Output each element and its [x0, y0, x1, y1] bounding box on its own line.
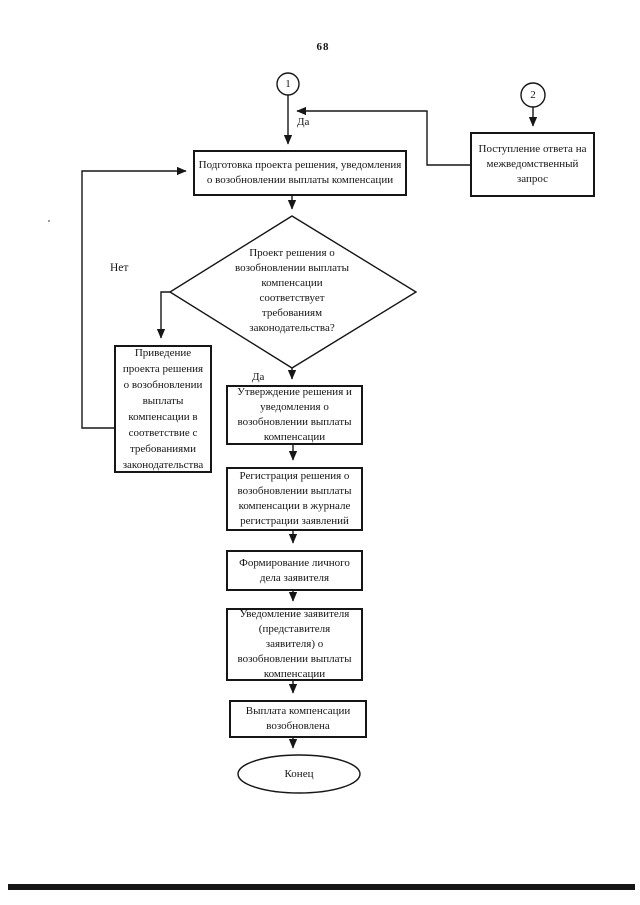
process-box-register-decision: Регистрация решения о возобновлении выпл… — [226, 467, 363, 531]
label-yes-bottom: Да — [252, 371, 265, 383]
label-yes-top: Да — [297, 116, 310, 128]
terminator-ellipse-shape — [237, 754, 361, 794]
process-box-payment-resumed: Выплата компенсации возобновлена — [229, 700, 367, 738]
process-box-notify-applicant: Уведомление заявителя (представителя зая… — [226, 608, 363, 681]
terminator-end-text: Конец — [284, 767, 314, 780]
page-number: 68 — [316, 41, 330, 53]
process-box-revise-decision: Приведение проекта решения о возобновлен… — [114, 345, 212, 473]
decision-diamond-text: Проект решения о возобновлении выплаты к… — [235, 247, 349, 334]
process-box-response-received: Поступление ответа на межведомственный з… — [470, 132, 595, 197]
process-box-form-personal-file: Формирование личного дела заявителя — [226, 550, 363, 591]
arrow-revise-to-prepare — [81, 166, 187, 429]
arrow-decision-no-to-revise — [156, 291, 170, 339]
arrow-response-to-main-line — [296, 106, 470, 166]
process-box-prepare-decision: Подготовка проекта решения, уведомления … — [193, 150, 407, 196]
connector-1-number: 1 — [285, 77, 291, 90]
connector-2-number: 2 — [530, 88, 536, 101]
page-bottom-rule — [8, 884, 635, 890]
process-box-approve-decision: Утверждение решения и уведомления о возо… — [226, 385, 363, 445]
scan-artifact-dot — [48, 220, 50, 222]
label-no: Нет — [110, 262, 129, 274]
